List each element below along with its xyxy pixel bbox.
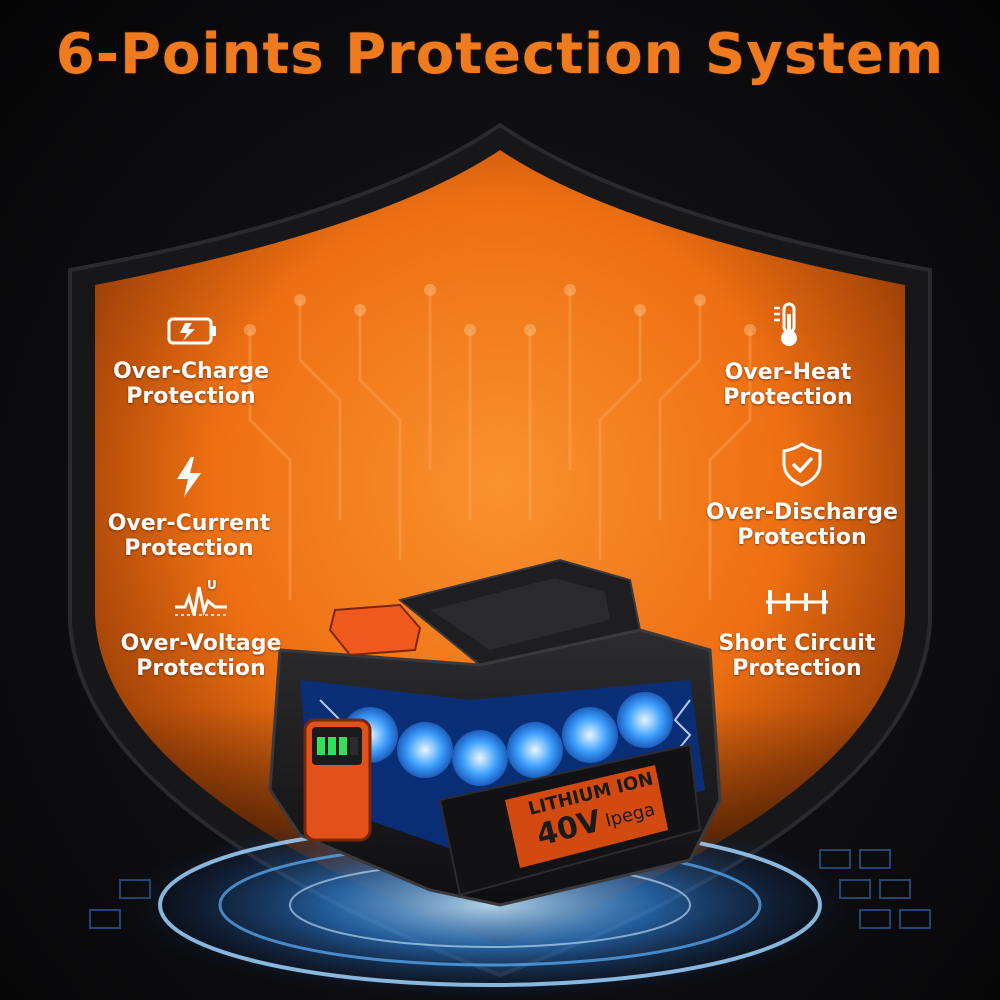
circuit-nodes (244, 284, 756, 336)
feature-label-line2: Protection (737, 525, 867, 550)
feature-label-line2: Protection (126, 384, 256, 409)
circuit-traces (248, 290, 752, 600)
feature-over-discharge: Over-Discharge Protection (687, 440, 917, 550)
feature-label-line1: Over-Heat (724, 360, 852, 385)
battery-pack (268, 558, 722, 907)
feature-label-line1: Short Circuit (718, 631, 876, 656)
feature-label-line1: Over-Discharge (706, 500, 898, 525)
feature-short-circuit: Short Circuit Protection (682, 585, 912, 681)
feature-label-line1: Over-Charge (112, 359, 270, 384)
circuit-resistor-icon (682, 585, 912, 625)
lightning-bolt-icon (74, 455, 304, 505)
feature-label-line2: Protection (124, 536, 254, 561)
feature-over-charge: Over-Charge Protection (76, 315, 306, 409)
feature-over-current: Over-Current Protection (74, 455, 304, 561)
voltage-wave-icon: U (86, 577, 316, 625)
thermometer-icon (673, 300, 903, 354)
svg-text:U: U (207, 578, 217, 592)
feature-label-line2: Protection (723, 385, 853, 410)
feature-over-voltage: U Over-Voltage Protection (86, 577, 316, 681)
battery-brand-label: Ipega (603, 799, 657, 832)
feature-label-line2: Protection (732, 656, 862, 681)
battery-charge-icon (76, 315, 306, 353)
shield-check-icon (687, 440, 917, 494)
feature-label-line1: Over-Current (107, 511, 271, 536)
feature-label-line2: Protection (136, 656, 266, 681)
feature-label-line1: Over-Voltage (120, 631, 282, 656)
page-title: 6-Points Protection System (55, 22, 945, 87)
feature-over-heat: Over-Heat Protection (673, 300, 903, 410)
